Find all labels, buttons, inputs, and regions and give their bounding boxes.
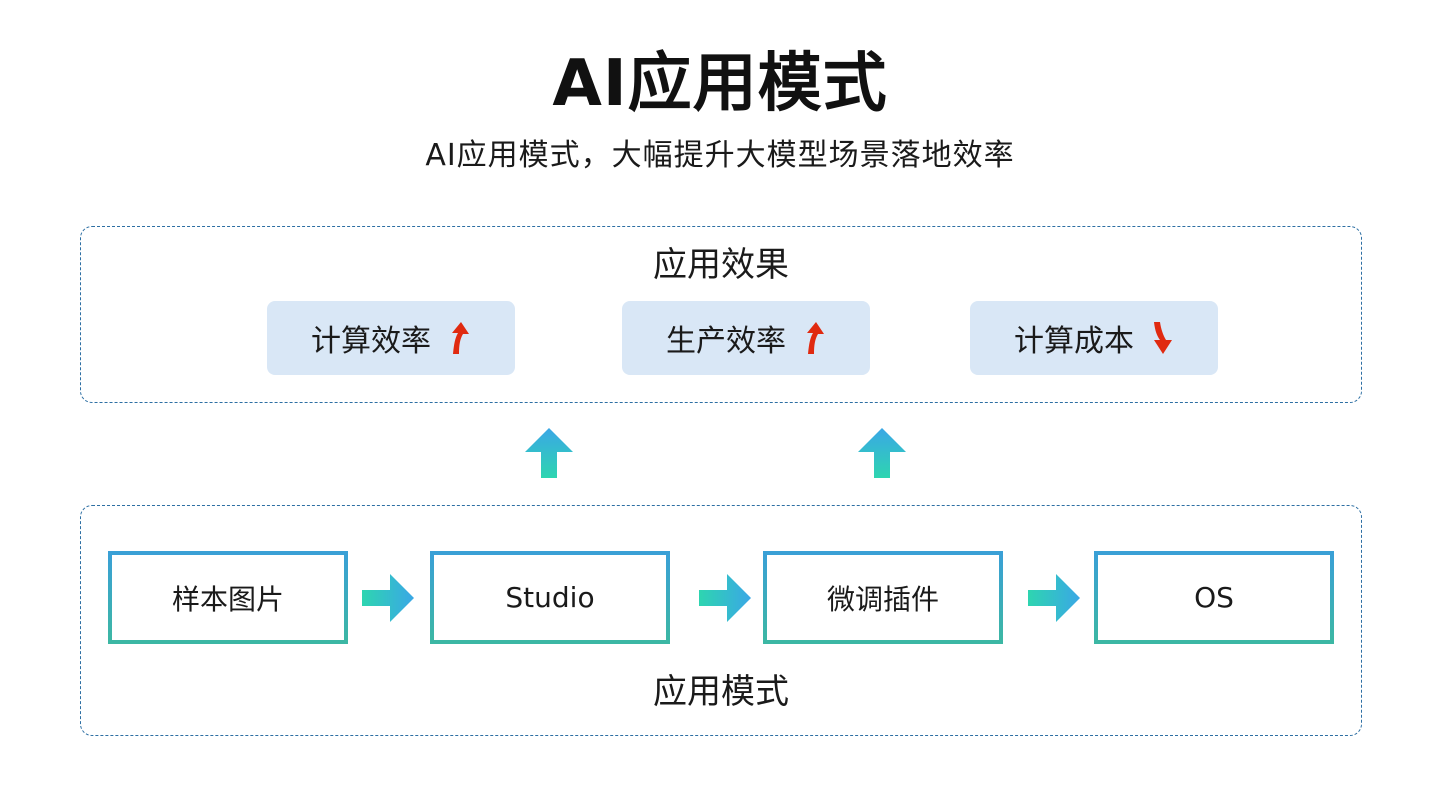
effect-card-compute-efficiency: 计算效率 [267, 301, 515, 375]
up-gradient-arrow-icon [525, 428, 573, 478]
mode-step-label: 微调插件 [826, 582, 939, 616]
modes-panel-title: 应用模式 [653, 672, 789, 712]
effect-card-label: 计算效率 [311, 324, 431, 359]
right-gradient-arrow-icon [362, 574, 414, 622]
down-trend-arrow-icon [1154, 322, 1172, 354]
effects-panel-title: 应用效果 [653, 245, 789, 285]
effect-card-label: 计算成本 [1014, 324, 1134, 359]
mode-step-studio: Studio [430, 551, 670, 644]
effect-card-production-efficiency: 生产效率 [622, 301, 870, 375]
mode-step-label: Studio [505, 581, 595, 614]
page-subtitle: AI应用模式，大幅提升大模型场景落地效率 [425, 138, 1015, 173]
right-gradient-arrow-icon [699, 574, 751, 622]
mode-step-label: 样本图片 [171, 582, 284, 616]
page-title: AI应用模式 [552, 47, 888, 121]
effect-card-label: 生产效率 [666, 324, 786, 359]
up-trend-arrow-icon [452, 322, 469, 354]
up-gradient-arrow-icon [858, 428, 906, 478]
effect-card-compute-cost: 计算成本 [970, 301, 1218, 375]
mode-step-os: OS [1094, 551, 1334, 644]
mode-step-sample-images: 样本图片 [108, 551, 348, 644]
right-gradient-arrow-icon [1028, 574, 1080, 622]
mode-step-label: OS [1194, 581, 1234, 614]
up-trend-arrow-icon [807, 322, 824, 354]
mode-step-finetune-plugin: 微调插件 [763, 551, 1003, 644]
modes-panel: 样本图片 Studio 微调插件 [80, 505, 1362, 736]
effects-panel: 应用效果 计算效率 生产效率 计算成本 [80, 226, 1362, 403]
